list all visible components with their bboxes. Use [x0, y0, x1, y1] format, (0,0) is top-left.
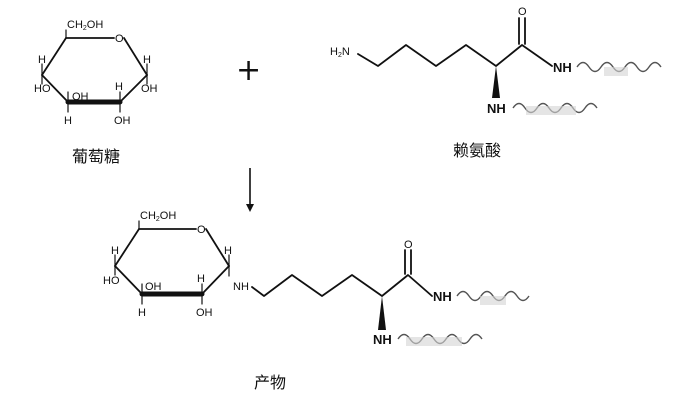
plus-sign: + [236, 53, 261, 88]
product-wedge-bond [378, 296, 386, 330]
lysine-h2n-label: H2N [330, 46, 350, 59]
glucose-ring-oxygen-label: O [115, 33, 124, 45]
glucose-ch2oh-label: CH2OH [67, 19, 103, 32]
glucose-structure: CH2OH O H HO OH H H OH H OH [34, 19, 158, 127]
product-ring-oxygen-label: O [197, 224, 206, 236]
lysine-structure: H2N O NH NH [330, 6, 662, 116]
product-c3-oh-label: OH [145, 281, 162, 293]
product-carbonyl-oxygen-label: O [404, 239, 413, 251]
lysine-alpha-nh-label: NH [487, 101, 506, 116]
lysine-caption: 赖氨酸 [453, 141, 501, 160]
glucose-c4-h-label: H [38, 54, 46, 66]
lysine-wedge-bond [492, 66, 500, 98]
product-c4-ho-label: HO [103, 275, 120, 287]
product-alpha-nh-label: NH [373, 332, 392, 347]
product-c3-h-label: H [138, 307, 146, 319]
product-substituent-bonds [114, 220, 230, 305]
lysine-side-chain [357, 44, 553, 67]
product-c1-h-label: H [224, 245, 232, 257]
glucose-c3-h-label: H [64, 115, 72, 127]
glucose-c1-h-label: H [143, 54, 151, 66]
product-c2-oh-label: OH [196, 307, 213, 319]
product-ring-bonds [114, 228, 230, 295]
glucose-c3-oh-label: OH [72, 91, 89, 103]
glucose-c2-oh-label: OH [114, 115, 131, 127]
product-caption: 产物 [254, 373, 286, 392]
glucose-c2-h-label: H [115, 81, 123, 93]
product-structure: CH2OH O H HO OH H H OH H NH O NH NH [103, 210, 530, 347]
product-lysine-chain [251, 274, 433, 297]
glucose-c1-oh-label: OH [141, 83, 158, 95]
product-c4-h-label: H [111, 245, 119, 257]
glucose-caption: 葡萄糖 [72, 147, 120, 166]
glucose-ring-bonds [41, 37, 148, 103]
product-ch2oh-label: CH2OH [140, 210, 176, 223]
lysine-carbonyl-oxygen-label: O [518, 6, 527, 18]
product-amide-chain-shade [480, 296, 506, 305]
lysine-amide-nh-label: NH [553, 60, 572, 75]
product-ring-nh-label: NH [233, 281, 249, 293]
product-c2-h-label: H [197, 273, 205, 285]
glucose-c4-ho-label: HO [34, 83, 51, 95]
lysine-amide-chain-shade [604, 67, 628, 76]
lysine-alpha-chain-shade [526, 106, 576, 115]
product-amide-nh-label: NH [433, 289, 452, 304]
glucose-substituent-bonds [41, 29, 148, 113]
product-alpha-chain-shade [406, 337, 462, 346]
